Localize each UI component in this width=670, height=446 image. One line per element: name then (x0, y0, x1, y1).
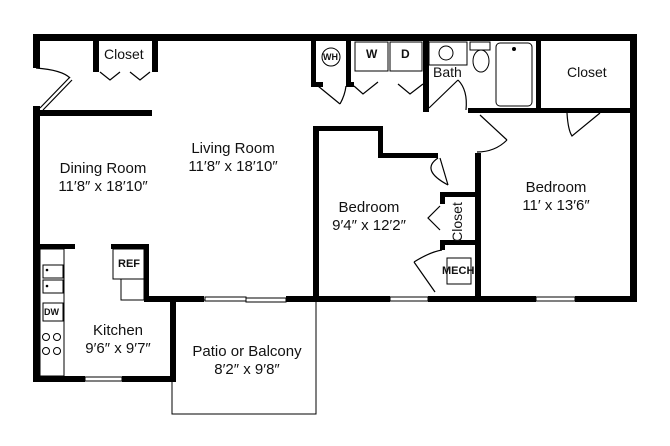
label-water-heater: WH (323, 52, 338, 62)
room-dimensions: 11′8″ x 18′10″ (58, 178, 148, 195)
room-dimensions: 11′ x 13′6″ (522, 197, 590, 214)
room-dining: Dining Room 11′8″ x 18′10″ (58, 160, 147, 196)
room-name: Kitchen (92, 322, 144, 339)
label-closet-master: Closet (567, 64, 607, 80)
room-patio: Patio or Balcony 8′2″ x 9′8″ (192, 343, 301, 379)
room-bedroom-small: Bedroom 9′4″ x 12′2″ (332, 199, 406, 235)
room-dimensions: 8′2″ x 9′8″ (214, 361, 280, 378)
room-name: Bedroom (525, 179, 587, 196)
label-dishwasher: DW (44, 307, 59, 317)
room-living: Living Room 11′8″ x 18′10″ (188, 140, 277, 176)
room-name: Patio or Balcony (192, 343, 302, 360)
room-dimensions: 9′6″ x 9′7″ (85, 340, 151, 357)
label-dryer: D (401, 47, 410, 61)
label-refrigerator: REF (118, 258, 140, 270)
label-washer: W (366, 47, 378, 61)
label-closet-bedroom: Closet (448, 202, 465, 242)
label-closet-entry: Closet (104, 46, 144, 62)
room-name: Living Room (191, 140, 275, 157)
wall-top (33, 34, 637, 41)
label-bath: Bath (433, 64, 462, 80)
room-name: Bedroom (338, 199, 400, 216)
room-kitchen: Kitchen 9′6″ x 9′7″ (85, 322, 150, 358)
room-dimensions: 9′4″ x 12′2″ (332, 217, 406, 234)
room-bedroom-large: Bedroom 11′ x 13′6″ (522, 179, 589, 215)
room-dimensions: 11′8″ x 18′10″ (188, 158, 278, 175)
room-name: Dining Room (59, 160, 147, 177)
label-mechanical: MECH (442, 265, 475, 277)
